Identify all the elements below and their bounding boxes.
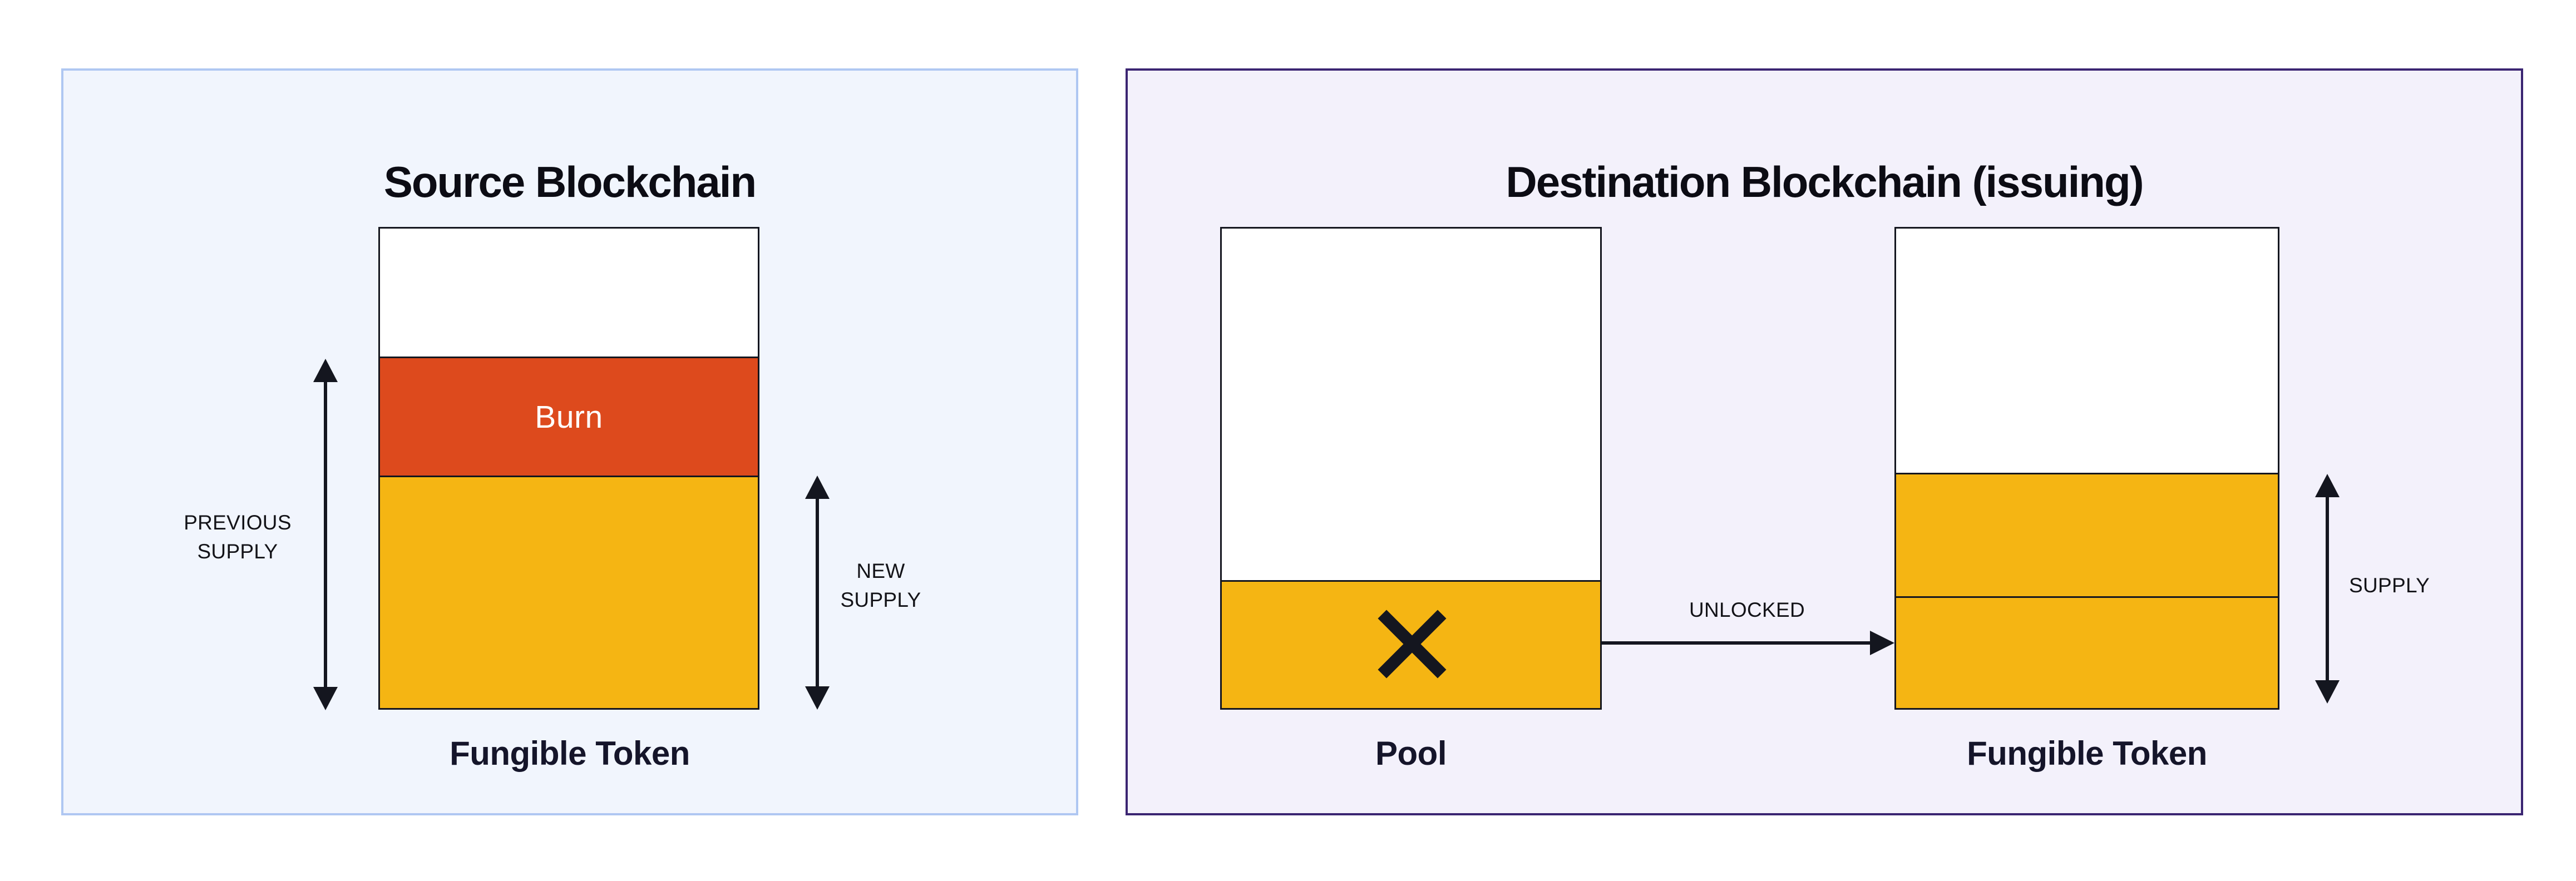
pool-segment-empty xyxy=(1222,229,1600,582)
destination-token-segment-unminted xyxy=(1896,229,2278,474)
source-panel-title: Source Blockchain xyxy=(383,157,757,206)
destination-token-bar xyxy=(1894,227,2279,710)
source-token-segment-supply xyxy=(380,477,758,708)
destination-panel-title: Destination Blockchain (issuing) xyxy=(1506,157,2144,206)
unlocked-label: UNLOCKED xyxy=(1689,598,1805,621)
destination-blockchain-panel: Destination Blockchain (issuing) UNLOCKE… xyxy=(1126,68,2523,815)
destination-token-segment-unlocked xyxy=(1896,598,2278,708)
destination-token-segment-minted xyxy=(1896,474,2278,598)
arrow-stem xyxy=(2326,494,2329,684)
source-token-segment-burn: Burn xyxy=(380,358,758,477)
source-token-bar-label: Fungible Token xyxy=(450,735,690,772)
arrow-stem xyxy=(816,496,819,690)
supply-label: SUPPLY xyxy=(2349,574,2430,597)
source-token-bar: Burn xyxy=(378,227,759,710)
destination-token-bar-label: Fungible Token xyxy=(1967,735,2207,772)
unlocked-arrow-icon xyxy=(1602,630,1894,656)
previous-supply-arrow-icon xyxy=(312,359,339,710)
source-blockchain-panel: Source Blockchain Burn PREVIOUS SUPPLY N… xyxy=(61,68,1078,815)
supply-arrow-icon xyxy=(2314,474,2341,704)
new-supply-label: NEW SUPPLY xyxy=(840,560,921,611)
pool-label: Pool xyxy=(1375,735,1447,772)
burn-label: Burn xyxy=(535,399,603,435)
previous-supply-label: PREVIOUS SUPPLY xyxy=(184,511,292,563)
arrow-stem xyxy=(1602,641,1873,645)
cross-icon xyxy=(1381,613,1443,675)
source-token-segment-unminted xyxy=(380,229,758,358)
arrow-stem xyxy=(324,379,327,690)
new-supply-arrow-icon xyxy=(804,476,831,710)
